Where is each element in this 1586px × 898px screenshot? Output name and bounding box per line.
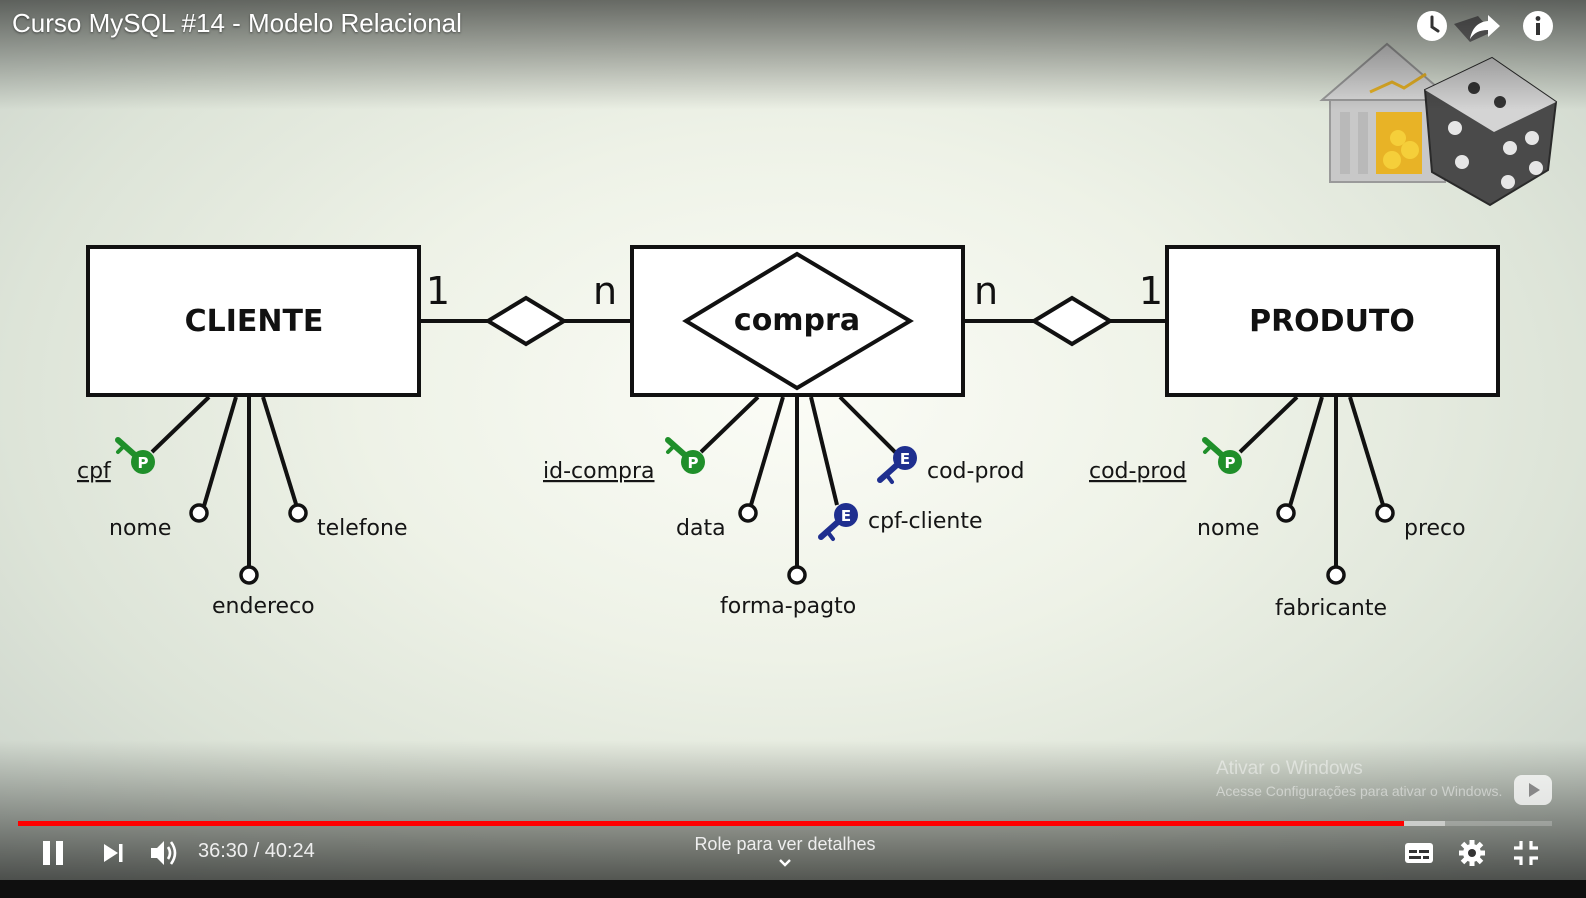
entity-cliente-box: [86, 245, 421, 397]
attr-label-telefone: telefone: [317, 516, 408, 541]
attr-line-id-compra: [699, 395, 760, 454]
attr-label-fabricante: fabricante: [1275, 596, 1387, 621]
attr-label-produto-nome: nome: [1197, 516, 1259, 541]
settings-icon: [1459, 840, 1485, 866]
attr-label-forma-pagto: forma-pagto: [720, 594, 856, 619]
cardinality-compra-left: n: [593, 269, 617, 313]
attr-circle-produto-nome: [1276, 503, 1296, 523]
share-icon[interactable]: [1467, 8, 1503, 44]
time-display: 36:30 / 40:24: [198, 840, 315, 863]
relationship-diamond-left: [484, 295, 568, 347]
exit-fullscreen-icon: [1514, 841, 1538, 865]
settings-button[interactable]: [1453, 834, 1491, 872]
cardinality-produto: 1: [1139, 269, 1163, 313]
pause-icon: [43, 841, 63, 865]
scroll-for-details-hint[interactable]: Role para ver detalhes: [694, 834, 876, 854]
windows-activation-watermark-title: Ativar o Windows: [1216, 758, 1363, 779]
time-current: 36:30: [198, 840, 249, 862]
attr-label-preco: preco: [1404, 516, 1466, 541]
top-gradient: [0, 0, 1586, 110]
progress-bar[interactable]: [18, 821, 1552, 826]
attr-circle-data: [738, 503, 758, 523]
attr-circle-preco: [1375, 503, 1395, 523]
exit-fullscreen-button[interactable]: [1507, 834, 1545, 872]
attr-circle-telefone: [288, 503, 308, 523]
entity-compra-diamond: [682, 251, 914, 391]
attr-line-preco: [1348, 396, 1385, 506]
entity-produto-label: PRODUTO: [1249, 304, 1415, 339]
attr-label-id-compra: id-compra: [543, 459, 655, 484]
attr-label-cod-prod-fk: cod-prod: [927, 459, 1024, 484]
er-diagram: CLIENTE compra PRODUTO 1 n n 1: [77, 16, 1558, 621]
svg-text:P: P: [688, 454, 699, 472]
watch-later-icon[interactable]: [1414, 8, 1450, 44]
attr-line-cod-prod: [1238, 395, 1299, 454]
attr-label-cliente-nome: nome: [109, 516, 171, 541]
svg-text:E: E: [900, 450, 910, 468]
primary-key-icon: P: [115, 437, 155, 474]
next-icon: [104, 844, 123, 862]
attr-line-cpf-cliente: [809, 396, 839, 506]
svg-text:E: E: [841, 507, 851, 525]
cardinality-compra-right: n: [974, 269, 998, 313]
svg-text:P: P: [138, 454, 149, 472]
volume-button[interactable]: [146, 834, 184, 872]
progress-played: [18, 821, 1404, 826]
attr-circle-forma-pagto: [787, 565, 807, 585]
time-total: 40:24: [264, 840, 315, 862]
volume-icon: [151, 841, 177, 865]
attr-line-cod-prod-fk: [838, 395, 900, 457]
cardinality-cliente: 1: [426, 269, 450, 313]
subtitles-icon: [1405, 843, 1433, 863]
attr-label-endereco: endereco: [212, 594, 315, 619]
primary-key-icon: P: [665, 437, 705, 474]
relationship-diamond-right: [1030, 295, 1114, 347]
attr-line-telefone: [261, 396, 298, 505]
attr-circle-fabricante: [1326, 565, 1346, 585]
next-button[interactable]: [96, 834, 130, 872]
attr-circle-endereco: [239, 565, 259, 585]
youtube-watermark-icon[interactable]: [1514, 775, 1552, 805]
info-icon[interactable]: [1520, 8, 1556, 44]
entity-produto-box: [1165, 245, 1500, 397]
attr-line-produto-nome: [1288, 396, 1324, 507]
entity-cliente-label: CLIENTE: [185, 304, 324, 339]
video-title[interactable]: Curso MySQL #14 - Modelo Relacional: [12, 8, 462, 38]
attr-line-cliente-nome: [202, 396, 238, 507]
subtitles-button[interactable]: [1400, 834, 1438, 872]
video-frame[interactable]: CLIENTE compra PRODUTO 1 n n 1: [0, 0, 1586, 880]
pause-button[interactable]: [34, 834, 72, 872]
attr-line-cpf: [150, 395, 211, 454]
foreign-key-icon: E: [818, 503, 858, 541]
entity-compra-label: compra: [734, 303, 860, 338]
bottom-gradient: [0, 740, 1586, 880]
attr-circle-cliente-nome: [189, 503, 209, 523]
attr-label-cod-prod: cod-prod: [1089, 459, 1186, 484]
chevron-down-icon[interactable]: [775, 858, 795, 872]
primary-key-icon: P: [1202, 437, 1242, 474]
attr-label-data: data: [676, 516, 726, 541]
windows-activation-watermark-text: Acesse Configurações para ativar o Windo…: [1216, 783, 1503, 799]
attr-line-data: [749, 396, 785, 506]
attr-label-cpf: cpf: [77, 459, 112, 484]
foreign-key-icon: E: [877, 446, 917, 484]
svg-text:P: P: [1225, 454, 1236, 472]
attr-label-cpf-cliente: cpf-cliente: [868, 509, 983, 534]
time-separator: /: [253, 840, 260, 862]
